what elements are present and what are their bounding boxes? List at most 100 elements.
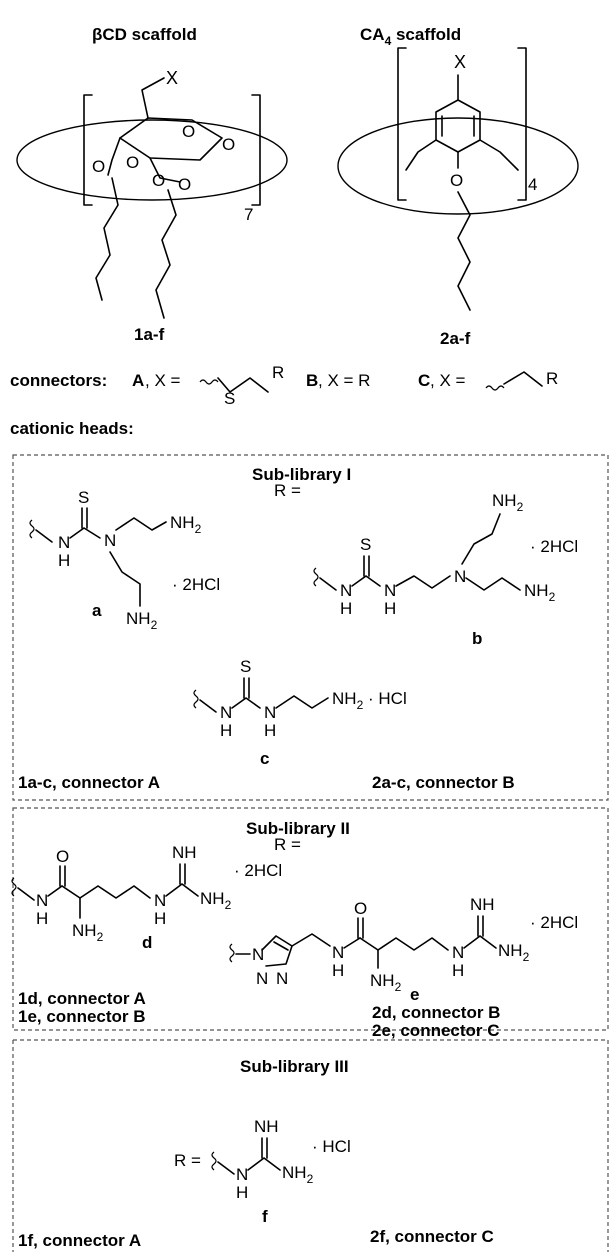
sub-library-2-footer-right-2: 2e, connector C: [372, 1021, 500, 1040]
sub-library-2-title: Sub-library II: [246, 819, 350, 838]
compound-d-id: d: [142, 933, 152, 952]
connector-a-r: R: [272, 363, 284, 382]
svg-text:O: O: [354, 899, 367, 918]
beta-cd-scaffold: βCD scaffold X O O O O O O 7 1a-f: [16, 25, 288, 344]
svg-text:N: N: [454, 567, 466, 586]
svg-text:NH2: NH2: [332, 689, 364, 712]
svg-text:N: N: [236, 1165, 248, 1184]
svg-text:H: H: [58, 551, 70, 570]
svg-text:NH2: NH2: [370, 971, 402, 994]
compound-a: N H S N NH2 NH2 · 2HCl a: [29, 488, 220, 632]
compound-f-salt: · HCl: [312, 1137, 351, 1156]
svg-text:N: N: [264, 703, 276, 722]
svg-text:H: H: [36, 909, 48, 928]
compound-c: N H S N H NH2 · HCl c: [193, 657, 407, 768]
connectors-line: connectors: A , X = S R B , X = R C , X …: [10, 363, 558, 408]
connector-c-key: C: [418, 371, 430, 390]
svg-text:NH2: NH2: [282, 1163, 314, 1186]
sub-library-1-footer-left: 1a-c, connector A: [18, 773, 160, 792]
svg-text:O: O: [450, 171, 463, 190]
compound-b: N H S N H N NH2 NH2 · 2HCl b: [313, 491, 578, 648]
svg-text:N: N: [36, 891, 48, 910]
sub-library-2-footer-left-2: 1e, connector B: [18, 1007, 146, 1026]
svg-text:N: N: [384, 581, 396, 600]
svg-text:NH: NH: [254, 1117, 279, 1136]
svg-text:O: O: [152, 171, 165, 190]
sub-library-1-r: R =: [274, 481, 301, 500]
sub-library-3-title: Sub-library III: [240, 1057, 349, 1076]
svg-text:H: H: [452, 961, 464, 980]
beta-cd-repeat: 7: [244, 205, 253, 224]
compound-d-salt: · 2HCl: [234, 861, 282, 880]
cationic-heads-label: cationic heads:: [10, 419, 134, 438]
svg-text:N: N: [220, 703, 232, 722]
svg-text:H: H: [264, 721, 276, 740]
svg-text:H: H: [154, 909, 166, 928]
sub-library-2-r: R =: [274, 835, 301, 854]
svg-text:N: N: [452, 943, 464, 962]
ca4-scaffold: CA4 scaffold X O 4 2a-f: [337, 25, 579, 348]
svg-text:H: H: [220, 721, 232, 740]
svg-text:N: N: [340, 581, 352, 600]
connector-a-key: A: [132, 371, 144, 390]
compound-f: N H NH NH2 · HCl f: [211, 1117, 351, 1226]
svg-text:H: H: [384, 599, 396, 618]
compound-c-id: c: [260, 749, 269, 768]
sub-library-1-footer-right: 2a-c, connector B: [372, 773, 515, 792]
svg-text:NH: NH: [470, 895, 495, 914]
ca4-title: CA4 scaffold: [360, 25, 461, 48]
ca4-repeat: 4: [528, 175, 537, 194]
compound-e-salt: · 2HCl: [530, 913, 578, 932]
ca4-x: X: [454, 52, 466, 72]
svg-text:O: O: [222, 135, 235, 154]
compound-e-id: e: [410, 985, 419, 1004]
compound-c-salt: · HCl: [368, 689, 407, 708]
svg-text:N: N: [276, 969, 288, 988]
compound-b-id: b: [472, 629, 482, 648]
sub-library-2: Sub-library II R = N H O NH2 N H NH NH2 …: [11, 807, 609, 1040]
svg-text:NH2: NH2: [170, 513, 202, 536]
sub-library-3-footer-left: 1f, connector A: [18, 1231, 141, 1250]
svg-text:NH: NH: [172, 843, 197, 862]
svg-text:N: N: [104, 531, 116, 550]
svg-text:O: O: [182, 122, 195, 141]
svg-text:NH2: NH2: [200, 889, 232, 912]
svg-text:O: O: [92, 157, 105, 176]
connector-c-eq: , X =: [430, 371, 466, 390]
svg-text:H: H: [340, 599, 352, 618]
svg-text:N: N: [332, 943, 344, 962]
svg-text:S: S: [78, 488, 89, 507]
connectors-label: connectors:: [10, 371, 107, 390]
svg-text:O: O: [178, 175, 191, 194]
sub-library-3-footer-right: 2f, connector C: [370, 1227, 494, 1246]
svg-text:S: S: [240, 657, 251, 676]
svg-text:NH2: NH2: [498, 941, 530, 964]
connector-b-eq: , X = R: [318, 371, 370, 390]
svg-text:O: O: [126, 153, 139, 172]
sub-library-1-title: Sub-library I: [252, 465, 351, 484]
svg-text:N: N: [252, 945, 264, 964]
connector-a-eq: , X =: [145, 371, 181, 390]
compound-e: N N N N H O NH2 N H NH NH2 · 2HCl e: [229, 895, 578, 1004]
svg-text:O: O: [56, 847, 69, 866]
svg-text:NH2: NH2: [524, 581, 556, 604]
svg-text:NH2: NH2: [72, 921, 104, 944]
compound-b-salt: · 2HCl: [530, 537, 578, 556]
compound-a-salt: · 2HCl: [172, 575, 220, 594]
svg-text:NH2: NH2: [492, 491, 524, 514]
compound-a-id: a: [92, 601, 102, 620]
sub-library-3: Sub-library III R = N H NH NH2 · HCl f 1…: [12, 1039, 609, 1252]
svg-text:NH2: NH2: [126, 609, 158, 632]
svg-text:S: S: [360, 535, 371, 554]
connector-c-r: R: [546, 369, 558, 388]
sub-library-1: Sub-library I R = N H S N NH2 NH2 · 2HCl…: [12, 454, 609, 801]
svg-text:N: N: [256, 969, 268, 988]
beta-cd-x: X: [166, 68, 178, 88]
sub-library-2-footer-left-1: 1d, connector A: [18, 989, 146, 1008]
ca4-label: 2a-f: [440, 329, 471, 348]
beta-cd-title: βCD scaffold: [92, 25, 197, 44]
sub-library-3-r: R =: [174, 1151, 201, 1170]
connector-a-s: S: [224, 389, 235, 408]
connector-b-key: B: [306, 371, 318, 390]
